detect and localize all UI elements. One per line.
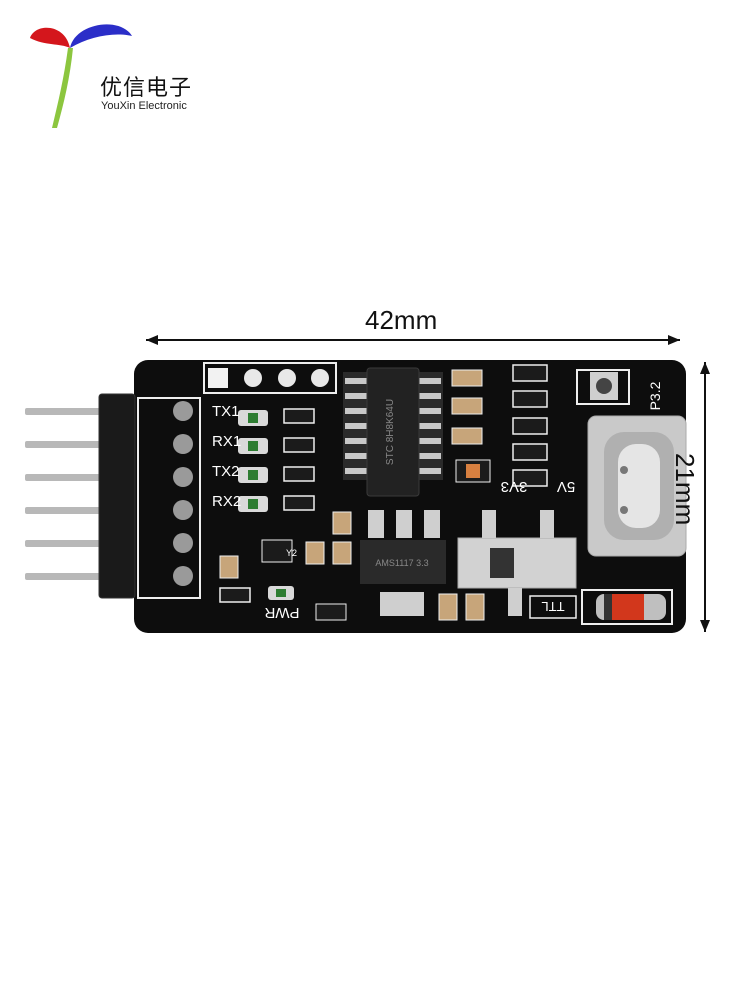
logo-red-petal — [30, 27, 70, 48]
label-ttl: TTL — [541, 599, 564, 614]
capacitors — [219, 369, 485, 621]
pin-silk-box — [137, 397, 201, 599]
transistor-y2 — [261, 539, 293, 563]
brand-name-cn: 优信电子 — [100, 76, 193, 101]
label-y2: Y2 — [286, 548, 297, 558]
header-housing — [98, 393, 136, 599]
brand-logo — [20, 18, 220, 138]
mcu-chip: STC 8H8K64U — [343, 367, 443, 497]
led-resistors — [219, 408, 315, 603]
label-5v: 5V — [557, 478, 575, 495]
brand-name-en: YouXin Electronic — [101, 100, 187, 112]
voltage-regulator: AMS1117 3.3 — [360, 510, 446, 616]
label-rx2: RX2 — [212, 493, 241, 510]
height-dimension — [700, 362, 710, 632]
width-dimension — [146, 335, 680, 345]
label-3v3: 3V3 — [501, 478, 528, 495]
pin-pads — [173, 401, 193, 586]
label-tx1: TX1 — [212, 403, 240, 420]
voltage-switch — [457, 510, 577, 589]
regulator-marking: AMS1117 3.3 — [375, 558, 428, 568]
height-label: 21mm — [670, 453, 700, 526]
status-leds — [238, 410, 294, 600]
right-resistors — [512, 364, 548, 487]
logo-blue-petal — [70, 24, 132, 48]
diode — [581, 589, 673, 625]
logo-green-stem — [52, 48, 73, 128]
reset-button — [576, 369, 630, 405]
label-tx2: TX2 — [212, 463, 240, 480]
label-p32: P3.2 — [647, 381, 663, 410]
logo-mark-icon — [30, 24, 132, 128]
label-pwr: PWR — [264, 604, 299, 621]
prog-pads-box — [203, 362, 337, 394]
width-label: 42mm — [365, 305, 438, 335]
usb-c-connector — [587, 415, 687, 557]
label-rx1: RX1 — [212, 433, 241, 450]
chip-marking: STC 8H8K64U — [385, 399, 396, 465]
